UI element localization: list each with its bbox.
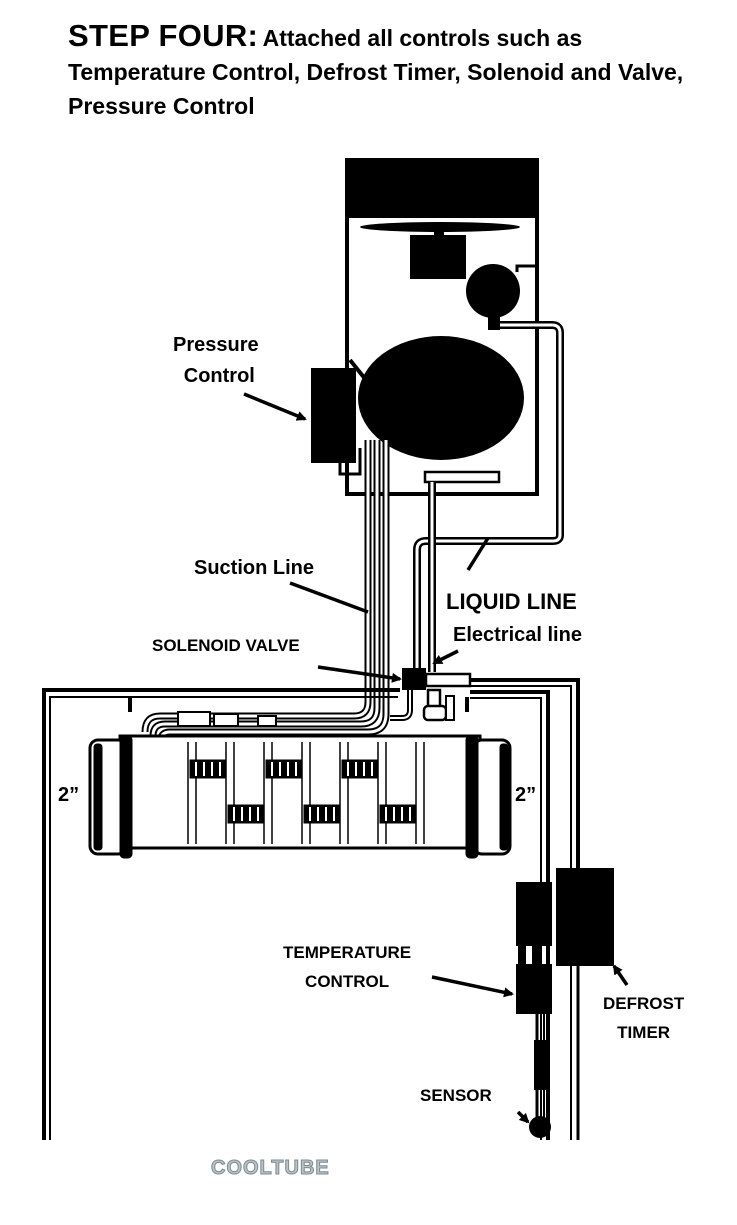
receiver — [466, 264, 520, 318]
pointer-arrows — [243, 392, 629, 1124]
temperature-control-label-line1: TEMPERATURE — [283, 943, 412, 962]
fan-motor — [410, 235, 466, 279]
defrost-timer-label: DEFROST TIMER — [603, 989, 684, 1047]
pressure-control — [311, 358, 372, 476]
temperature-control — [516, 882, 552, 1014]
dimension-left-label: 2” — [58, 784, 80, 806]
pressure-control-label-line2: Control — [183, 365, 255, 387]
step-header: STEP FOUR: Attached all controls such as… — [68, 20, 708, 125]
defrost-timer-label-line1: DEFROST — [603, 994, 685, 1013]
pressure-control-label-line1: Pressure — [173, 334, 259, 356]
suction-line — [141, 440, 413, 741]
pressure-control-label: Pressure Control — [173, 330, 259, 392]
step-title: STEP FOUR: — [68, 18, 259, 53]
condensing-unit — [345, 158, 539, 496]
temperature-control-label-line2: CONTROL — [305, 972, 390, 991]
temperature-control-label: TEMPERATURE CONTROL — [283, 938, 411, 996]
solenoid-valve-label: SOLENOID VALVE — [152, 636, 300, 655]
suction-line-label: Suction Line — [194, 557, 314, 579]
evaporator — [88, 711, 512, 859]
liquid-line — [413, 321, 564, 672]
solenoid-valve — [402, 668, 472, 722]
compressor — [358, 336, 524, 460]
electrical-line-label: Electrical line — [453, 624, 582, 646]
sensor-label: SENSOR — [420, 1086, 492, 1105]
liquid-line-label: LIQUID LINE — [446, 589, 577, 614]
defrost-timer-label-line2: TIMER — [617, 1023, 671, 1042]
cooltube-logo: COOLTUBE — [211, 1157, 330, 1180]
defrost-timer — [556, 868, 614, 966]
dimension-right-label: 2” — [515, 784, 537, 806]
sensor — [529, 1014, 551, 1138]
step-description: Attached all controls such as Temperatur… — [68, 25, 684, 119]
